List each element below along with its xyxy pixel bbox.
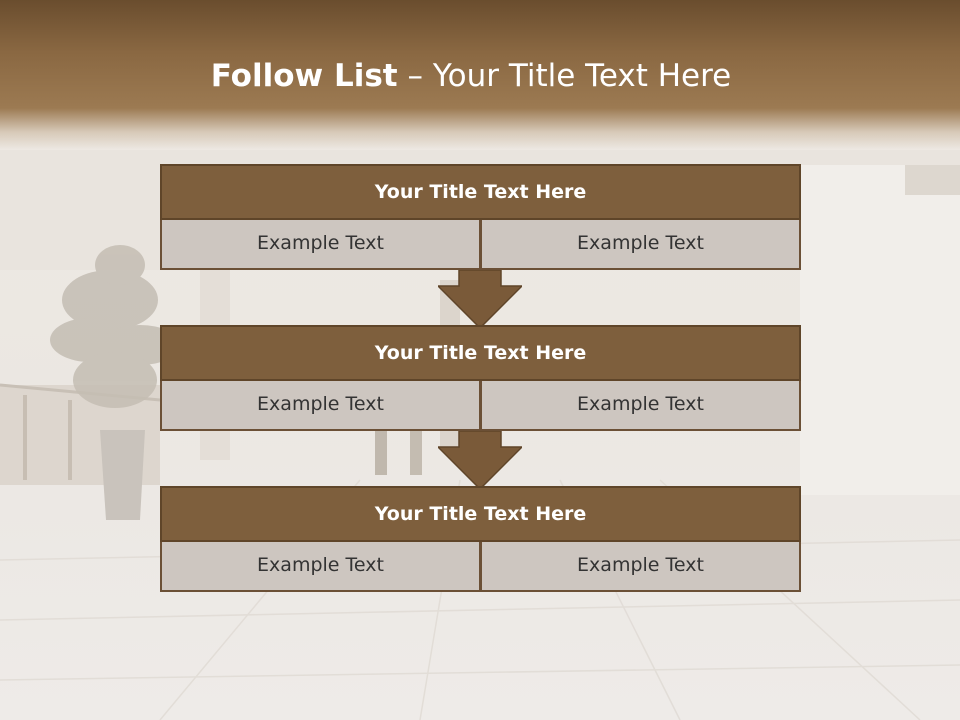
- block-title: Your Title Text Here: [160, 164, 801, 220]
- follow-block-1: Your Title Text Here Example Text Exampl…: [160, 164, 801, 270]
- block-cell-left: Example Text: [160, 381, 481, 431]
- block-row: Example Text Example Text: [160, 220, 801, 270]
- down-arrow-icon: [438, 270, 522, 328]
- down-arrow-icon: [438, 431, 522, 489]
- block-cell-right: Example Text: [481, 381, 801, 431]
- slide-title-bold: Follow List: [210, 58, 398, 94]
- block-row: Example Text Example Text: [160, 381, 801, 431]
- block-cell-right: Example Text: [481, 542, 801, 592]
- block-title: Your Title Text Here: [160, 486, 801, 542]
- slide-title: Follow List – Your Title Text Here: [0, 52, 942, 100]
- block-title: Your Title Text Here: [160, 325, 801, 381]
- block-cell-right: Example Text: [481, 220, 801, 270]
- block-row: Example Text Example Text: [160, 542, 801, 592]
- slide-title-rest: – Your Title Text Here: [397, 58, 732, 94]
- block-cell-left: Example Text: [160, 542, 481, 592]
- follow-block-2: Your Title Text Here Example Text Exampl…: [160, 325, 801, 431]
- block-cell-left: Example Text: [160, 220, 481, 270]
- header-band: [0, 0, 960, 150]
- follow-block-3: Your Title Text Here Example Text Exampl…: [160, 486, 801, 592]
